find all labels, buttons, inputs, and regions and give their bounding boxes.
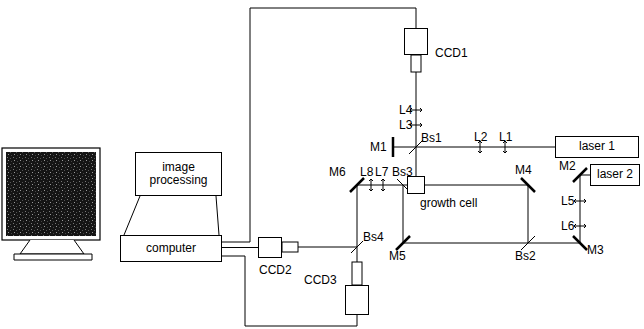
component-label: L7 (375, 166, 388, 178)
box-text: computer (146, 242, 196, 255)
component-label: L1 (499, 131, 512, 143)
component-label: M3 (587, 244, 604, 256)
node-label: CCD2 (259, 264, 292, 276)
signal-cable (222, 247, 258, 248)
component-label: L5 (561, 195, 574, 207)
box-text: laser 1 (579, 140, 615, 153)
component-label: M6 (329, 166, 346, 178)
monitor (2, 148, 100, 260)
laser-box: laser 2 (590, 164, 640, 186)
lens-symbol (369, 108, 586, 228)
growth-cell: growth cell (407, 176, 425, 194)
computer-box: computer (120, 235, 222, 262)
box-text: image processing (143, 161, 215, 187)
light-beams (298, 72, 590, 262)
component-label: M4 (515, 164, 532, 176)
component-label: M5 (389, 250, 406, 262)
node-label: CCD3 (304, 274, 337, 286)
ccd-camera: CCD1 (404, 28, 428, 55)
ccd-lens-tube (282, 55, 421, 285)
stand-lines (124, 196, 219, 235)
component-label: Bs4 (363, 231, 384, 243)
component-label: L4 (399, 104, 412, 116)
signal-cable (222, 8, 416, 242)
ccd-camera: CCD3 (345, 285, 369, 315)
component-label: Bs3 (392, 166, 413, 178)
component-label: L8 (360, 166, 373, 178)
mirror (350, 137, 587, 250)
component-label: L3 (399, 119, 412, 131)
ccd-camera: CCD2 (258, 237, 282, 258)
node-label: growth cell (420, 197, 477, 209)
signal-cable (222, 256, 357, 326)
component-label: Bs1 (421, 132, 442, 144)
beam-splitter (351, 140, 535, 253)
component-label: L6 (561, 220, 574, 232)
node-label: CCD1 (435, 47, 468, 59)
box-text: laser 2 (597, 168, 633, 181)
component-label: M2 (559, 160, 576, 172)
component-label: M1 (370, 141, 387, 153)
component-label: L2 (474, 131, 487, 143)
laser-box: laser 1 (555, 136, 639, 158)
image-processing-box: image processing (135, 152, 222, 196)
component-label: Bs2 (515, 250, 536, 262)
